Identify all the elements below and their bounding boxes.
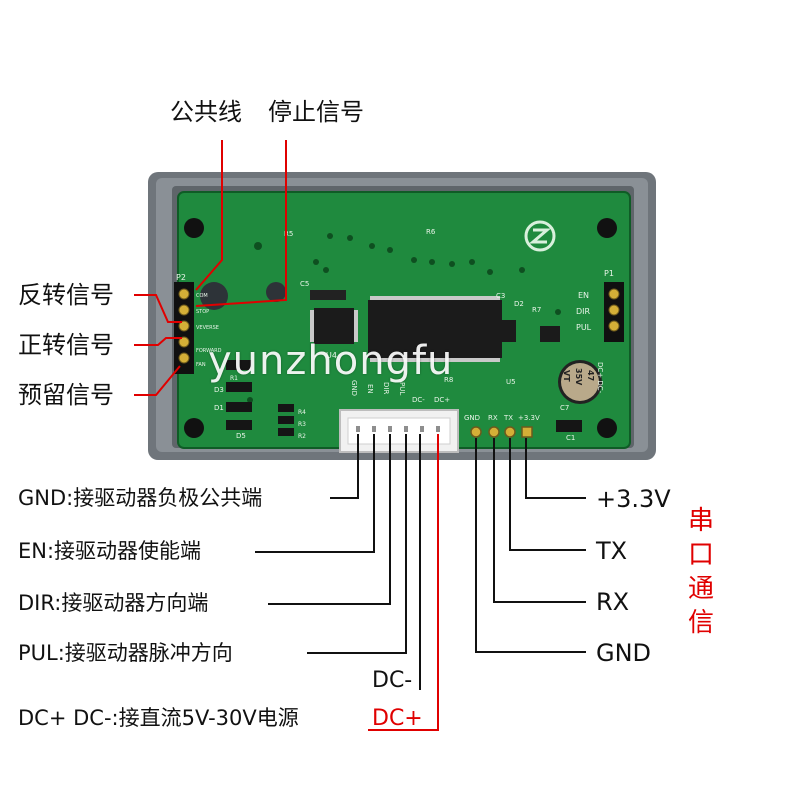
serial-pin-gnd: GND — [464, 414, 480, 422]
part-r1: R1 — [230, 375, 238, 382]
part-d5: D5 — [236, 432, 246, 440]
label-stop-signal: 停止信号 — [268, 98, 364, 126]
mount-hole — [597, 218, 617, 238]
cap-voltage: 35V — [574, 368, 583, 386]
mount-hole — [597, 418, 617, 438]
label-3v3: +3.3V — [596, 485, 671, 513]
serial-pin-rx: RX — [488, 414, 498, 422]
p1-side-label: DC+ DC- — [596, 362, 604, 394]
label-rx: RX — [596, 588, 630, 616]
p1-pin-dir: DIR — [576, 307, 591, 316]
part-r4: R4 — [298, 409, 306, 416]
part-r5: R5 — [284, 230, 293, 238]
p1-pin-pul: PUL — [576, 323, 592, 332]
part-c5: C5 — [300, 280, 309, 288]
label-gnd: GND — [596, 639, 652, 667]
conn-pin-dir: DIR — [382, 382, 390, 394]
conn-pin-en: EN — [366, 384, 374, 394]
label-en-desc: EN:接驱动器使能端 — [18, 539, 202, 563]
label-gnd-desc: GND:接驱动器负极公共端 — [18, 486, 263, 510]
serial-char-4: 信 — [687, 608, 714, 638]
conn-pin-pul: PUL — [398, 382, 406, 395]
serial-char-1: 串 — [687, 506, 714, 536]
part-c7: C7 — [560, 404, 569, 412]
label-forward-signal: 正转信号 — [18, 331, 114, 359]
pin-fan: FAN — [196, 362, 206, 368]
watermark: yunzhongfu — [208, 338, 454, 384]
pin-veverse: VEVERSE — [196, 325, 219, 331]
label-common-line: 公共线 — [170, 98, 242, 126]
p1-pin-en: EN — [578, 291, 589, 300]
part-r2: R2 — [298, 433, 306, 440]
cap-value: 47 — [586, 370, 595, 381]
conn-pin-gnd: GND — [350, 380, 358, 396]
part-r3: R3 — [298, 421, 306, 428]
pin-com: COM — [196, 293, 208, 299]
part-r6: R6 — [426, 228, 436, 236]
conn-pin-dc-plus: DC+ — [434, 396, 450, 404]
label-reserved-signal: 预留信号 — [18, 381, 114, 409]
p1-label: P1 — [604, 269, 614, 278]
label-dc-minus: DC- — [372, 668, 413, 693]
main-ic — [368, 300, 502, 358]
mount-hole — [184, 218, 204, 238]
part-r8: R8 — [444, 376, 453, 384]
label-reverse-signal: 反转信号 — [18, 281, 114, 309]
label-dc-desc: DC+ DC-:接直流5V-30V电源 — [18, 706, 299, 730]
conn-pin-dc-minus: DC- — [412, 396, 425, 404]
part-d2: D2 — [514, 300, 524, 308]
serial-pin-3v3: +3.3V — [518, 414, 540, 422]
part-u4: U4 — [326, 351, 337, 360]
serial-char-2: 口 — [687, 540, 714, 570]
cap-series: VT — [562, 370, 571, 382]
part-c1: C1 — [566, 434, 575, 442]
label-dc-plus: DC+ — [372, 706, 423, 731]
pin-stop: STOP — [196, 309, 209, 315]
part-d1: D1 — [214, 404, 224, 412]
part-c3: C3 — [496, 292, 505, 300]
p2-label: P2 — [176, 273, 186, 282]
driver-ic — [314, 308, 354, 344]
label-pul-desc: PUL:接驱动器脉冲方向 — [18, 641, 233, 665]
label-dir-desc: DIR:接驱动器方向端 — [18, 591, 209, 615]
mount-hole — [184, 418, 204, 438]
label-tx: TX — [596, 537, 628, 565]
serial-pin-tx: TX — [503, 414, 513, 422]
serial-char-3: 通 — [687, 574, 714, 604]
label-serial-comm: 串 口 通 信 — [686, 504, 716, 640]
brand-logo — [524, 220, 556, 252]
callout-lines — [134, 140, 287, 396]
pin-forward: FORWARD — [196, 348, 222, 354]
part-u5: U5 — [506, 378, 516, 386]
part-d3: D3 — [214, 386, 224, 394]
part-r7: R7 — [532, 306, 541, 314]
